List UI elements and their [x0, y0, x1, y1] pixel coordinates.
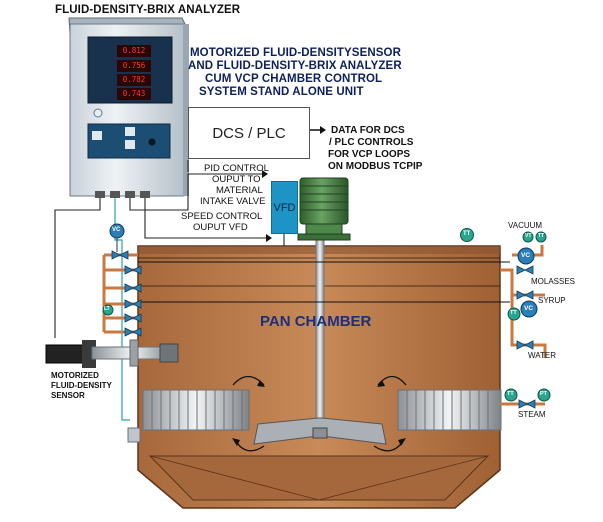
pid-line-3: MATERIAL	[216, 185, 263, 196]
speed-control-line-1: SPEED CONTROL	[181, 211, 263, 222]
cable-pid-control	[129, 173, 262, 211]
vc-water-text: VC	[524, 305, 534, 312]
right-valves	[516, 265, 536, 409]
tt-steam-bubble	[504, 388, 518, 402]
heating-coil-right	[397, 389, 502, 431]
chamber-cone-line-2	[318, 455, 489, 501]
tt-vacuum-text: TT	[538, 233, 545, 239]
analyzer-enclosure	[68, 17, 189, 198]
pid-line-2: OUPUT TO	[212, 174, 261, 185]
vfd-box: VFD	[271, 181, 298, 234]
lt-bubble	[102, 304, 114, 316]
vacuum-label: VACUUM	[508, 221, 543, 230]
sensor-label-1: MOTORIZED	[51, 371, 99, 380]
display-readout-4: 0.743	[117, 88, 151, 100]
speed-control-line-2: OUPUT VFD	[193, 222, 248, 233]
lt-text: LT	[104, 306, 110, 312]
display-readout-2: 0.756	[117, 60, 151, 72]
left-nozzle	[127, 427, 141, 443]
density-sensor	[45, 339, 179, 368]
vc-top-left-bubble	[109, 223, 125, 239]
data-line-1: DATA FOR DCS	[331, 125, 405, 136]
agitator-shaft	[315, 231, 325, 437]
pid-line-4: INTAKE VALVE	[200, 196, 266, 207]
description-line-4: SYSTEM STAND ALONE UNIT	[199, 86, 364, 98]
chamber-cone	[148, 455, 490, 501]
vc-top-left-text: VC	[112, 227, 121, 233]
tt-top-text: TT	[463, 231, 471, 237]
data-line-4: ON MODBUS TCPIP	[328, 161, 423, 172]
vc-water-bubble	[520, 300, 538, 318]
pt-steam-text: PT	[540, 391, 548, 397]
left-valves	[111, 250, 142, 337]
description-line-2: AND FLUID-DENSITY-BRIX ANALYZER	[188, 60, 402, 72]
left-piping	[102, 253, 138, 334]
vt-text: VT	[525, 233, 532, 239]
cable-left	[54, 198, 101, 338]
description-line-1: MOTORIZED FLUID-DENSITYSENSOR	[190, 47, 401, 59]
circulation-arrowhead-1	[257, 380, 265, 387]
sensor-label-2: FLUID-DENSITY	[51, 381, 112, 390]
sensor-label-3: SENSOR	[51, 391, 85, 400]
display-readout-3: 0.782	[117, 74, 151, 86]
pid-line-1: PID CONTROL	[204, 163, 269, 174]
molasses-label: MOLASSES	[531, 277, 576, 286]
display-readout-1: 0.812	[117, 45, 151, 57]
vc-molasses-bubble	[517, 247, 535, 265]
circulation-arrowhead-3	[232, 438, 240, 446]
arrow-pid-head	[262, 170, 268, 178]
chamber-cone-line-1	[149, 455, 320, 501]
pan-chamber-label: PAN CHAMBER	[260, 313, 372, 330]
circulation-arrowhead-4	[398, 438, 406, 446]
heating-coil-left	[142, 389, 250, 431]
pt-steam-bubble	[537, 388, 551, 402]
data-line-2: / PLC CONTROLS	[329, 137, 414, 148]
tt-steam-text: TT	[507, 391, 514, 397]
impeller-hub	[312, 427, 328, 439]
vt-bubble	[522, 231, 534, 243]
agitator-motor	[297, 177, 351, 241]
steam-label: STEAM	[518, 410, 546, 419]
tt-vacuum-bubble	[535, 231, 547, 243]
tt-side-text: TT	[510, 310, 517, 316]
arrow-dcs-data-head	[320, 126, 326, 134]
water-label: WATER	[528, 351, 556, 360]
arrow-speed-head	[266, 234, 272, 242]
tt-top-bubble	[460, 228, 474, 242]
analyzer-title: FLUID-DENSITY-BRIX ANALYZER	[55, 4, 241, 16]
syrup-label: SYRUP	[538, 296, 566, 305]
cable-speed-control	[144, 198, 270, 239]
tt-side-bubble	[507, 307, 521, 321]
circulation-arrowhead-2	[377, 380, 385, 387]
vc-molasses-text: VC	[521, 252, 531, 259]
description-line-3: CUM VCP CHAMBER CONTROL	[205, 73, 383, 85]
dcs-plc-box: DCS / PLC	[188, 107, 310, 159]
data-line-3: FOR VCP LOOPS	[328, 149, 411, 160]
